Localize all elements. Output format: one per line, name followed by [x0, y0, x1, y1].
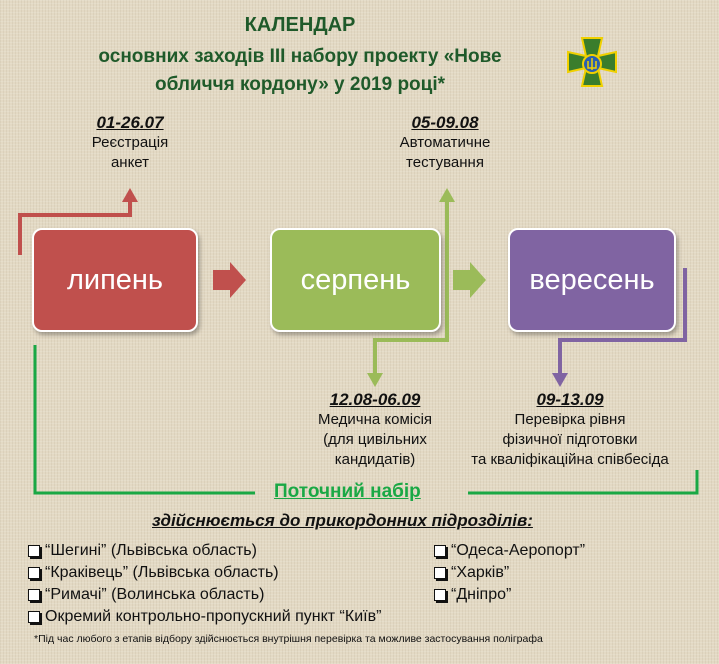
- event-text: тестування: [406, 154, 484, 171]
- event-text: анкет: [110, 154, 150, 171]
- units-left-list: “Шегині” (Львівська область) “Краківець”…: [28, 540, 381, 628]
- event-text: кандидатів): [334, 451, 416, 468]
- footnote: *Під час любого з етапів відбору здійсню…: [34, 633, 543, 645]
- arrow-right-icon: [213, 262, 246, 298]
- unit-label: Окремий контрольно-пропускний пункт “Киї…: [45, 608, 382, 625]
- event-date: 01-26.07: [96, 113, 164, 132]
- unit-item: “Шегині” (Львівська область): [28, 540, 381, 562]
- unit-label: “Дніпро”: [451, 586, 512, 603]
- checkbox-icon: [28, 545, 40, 557]
- arrow-right-icon: [453, 262, 486, 298]
- unit-item: “Одеса-Аеропорт”: [434, 540, 585, 562]
- event-text: (для цивільних: [323, 431, 427, 448]
- checkbox-icon: [434, 567, 446, 579]
- event-text: Реєстрація: [91, 134, 169, 151]
- event-physical: 09-13.09 Перевірка рівня фізичної підгот…: [450, 390, 690, 470]
- unit-item: “Краківець” (Львівська область): [28, 562, 381, 584]
- ongoing-subtitle: здійснюється до прикордонних підрозділів…: [152, 511, 533, 530]
- ongoing-title: Поточний набір: [274, 481, 421, 502]
- checkbox-icon: [28, 611, 40, 623]
- event-text: Автоматичне: [399, 134, 491, 151]
- checkbox-icon: [434, 589, 446, 601]
- month-august: серпень: [270, 228, 441, 332]
- month-september: вересень: [508, 228, 676, 332]
- border-guard-emblem-icon: [567, 37, 617, 87]
- units-right-list: “Одеса-Аеропорт” “Харків” “Дніпро”: [434, 540, 585, 606]
- checkbox-icon: [28, 589, 40, 601]
- unit-item: “Римачі” (Волинська область): [28, 584, 381, 606]
- title-line1: КАЛЕНДАР: [244, 14, 356, 36]
- unit-item: “Харків”: [434, 562, 585, 584]
- event-registration: 01-26.07 Реєстрація анкет: [70, 113, 190, 173]
- event-testing: 05-09.08 Автоматичне тестування: [380, 113, 510, 173]
- event-medical: 12.08-06.09 Медична комісія (для цивільн…: [300, 390, 450, 470]
- unit-label: “Харків”: [451, 564, 510, 581]
- unit-label: “Одеса-Аеропорт”: [451, 542, 586, 559]
- event-text: фізичної підготовки: [502, 431, 638, 448]
- title-line3: обличчя кордону» у 2019 році*: [154, 74, 446, 95]
- unit-item: “Дніпро”: [434, 584, 585, 606]
- unit-label: “Краківець” (Львівська область): [45, 564, 279, 581]
- month-july: липень: [32, 228, 198, 332]
- event-date: 09-13.09: [536, 390, 604, 409]
- unit-label: “Римачі” (Волинська область): [45, 586, 265, 603]
- event-text: та кваліфікаційна співбесіда: [471, 451, 669, 468]
- unit-label: “Шегині” (Львівська область): [45, 542, 257, 559]
- event-date: 12.08-06.09: [329, 390, 421, 409]
- checkbox-icon: [434, 545, 446, 557]
- event-text: Перевірка рівня: [514, 411, 626, 428]
- event-text: Медична комісія: [317, 411, 433, 428]
- checkbox-icon: [28, 567, 40, 579]
- title-line2: основних заходів ІІІ набору проекту «Нов…: [98, 46, 502, 67]
- event-date: 05-09.08: [411, 113, 479, 132]
- unit-item: Окремий контрольно-пропускний пункт “Киї…: [28, 606, 381, 628]
